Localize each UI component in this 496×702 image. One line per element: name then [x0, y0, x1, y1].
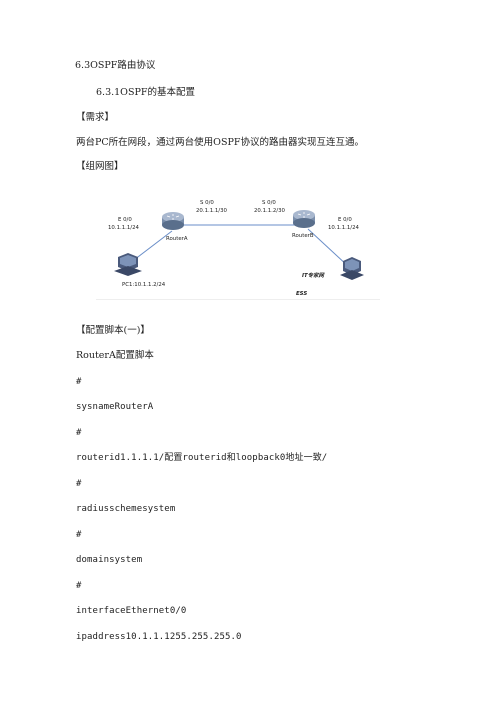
config-line: #: [76, 428, 82, 438]
config-line: routerid1.1.1.1/配置routerid和loopback0地址一致…: [76, 453, 328, 463]
ethernet-link-b: [307, 228, 350, 268]
config-line: interfaceEthernet0/0: [76, 606, 187, 616]
config-line: radiusschemesystem: [76, 504, 176, 514]
subsection-heading: 6.3.1OSPF的基本配置: [96, 87, 195, 98]
router-a-icon: [162, 212, 184, 230]
requirement-text: 两台PC所在网段，通过两台使用OSPF协议的路由器实现互连互通。: [76, 137, 364, 148]
pc1-label: PC1:10.1.1.2/24: [122, 282, 166, 288]
config-line: #: [76, 581, 82, 591]
section-heading: 6.3OSPF路由协议: [75, 60, 156, 71]
config-line: domainsystem: [76, 555, 143, 565]
router-a-serial-port: S 0/0: [200, 200, 214, 206]
config-line: sysnameRouterA: [76, 402, 154, 412]
watermark: IT专家网 ESS: [296, 272, 325, 297]
router-a-serial-ip: 20.1.1.1/30: [196, 208, 228, 214]
router-b-serial-ip: 20.1.1.2/30: [254, 208, 286, 214]
pc2-icon: [340, 257, 364, 280]
svg-text:ESS: ESS: [296, 291, 307, 297]
config-title: RouterA配置脚本: [76, 350, 154, 361]
router-a-eth-port: E 0/0: [118, 217, 132, 223]
router-b-eth-port: E 0/0: [338, 217, 352, 223]
config-line: #: [76, 530, 82, 540]
config-line: #: [76, 479, 82, 489]
topology-label: 【组网图】: [76, 161, 124, 172]
pc1-icon: [114, 253, 142, 276]
requirement-label: 【需求】: [76, 112, 115, 123]
router-b-label: RouterB: [292, 233, 314, 239]
svg-text:IT专家网: IT专家网: [302, 272, 325, 279]
config-line: ipaddress10.1.1.1255.255.255.0: [76, 632, 242, 642]
router-b-eth-ip: 10.1.1.1/24: [328, 225, 360, 231]
router-b-icon: [293, 210, 315, 228]
router-b-serial-port: S 0/0: [262, 200, 276, 206]
network-topology-diagram: IT专家网 ESS RouterA E 0/0 10.1.1.1/24 S 0/…: [96, 195, 380, 300]
router-a-label: RouterA: [166, 236, 188, 242]
config-label: 【配置脚本(一)】: [76, 325, 150, 336]
router-a-eth-ip: 10.1.1.1/24: [108, 225, 140, 231]
config-line: #: [76, 377, 82, 387]
